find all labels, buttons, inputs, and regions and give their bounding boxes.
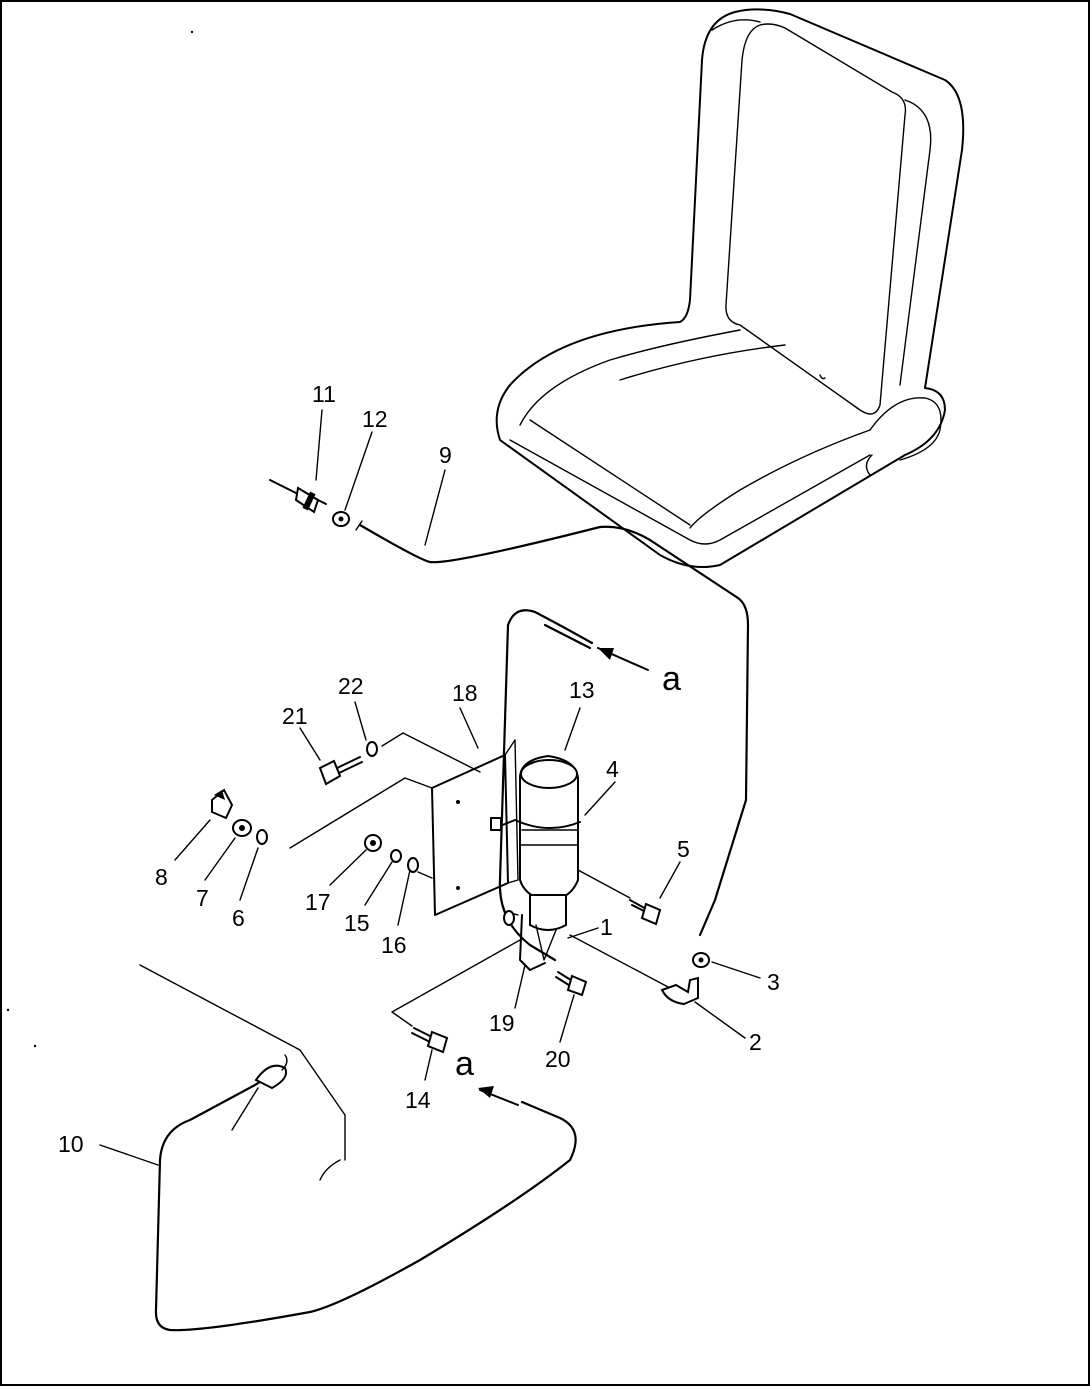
washer-tank-13 [490,754,581,961]
bolt-14 [411,1027,449,1054]
view-arrow-upper [597,647,649,671]
callout-9: 9 [439,442,452,468]
callout-21: 21 [282,703,308,729]
elbow-2 [660,976,699,1006]
washer-hose-10 [154,1054,577,1332]
callout-17: 17 [305,889,331,915]
bolt-21 [318,756,363,786]
washer-22 [366,741,378,757]
callout-2: 2 [749,1029,762,1055]
washer-hose-9 [355,520,750,937]
callout-20: 20 [545,1046,571,1072]
callout-19: 19 [489,1010,515,1036]
view-marker-lower: a [455,1045,474,1083]
callout-5: 5 [677,836,690,862]
nozzle-11 [269,479,327,514]
callout-22: 22 [338,673,364,699]
callout-18: 18 [452,680,478,706]
callout-8: 8 [155,864,168,890]
callout-10: 10 [58,1131,84,1157]
bolt-20 [555,971,588,997]
callout-1: 1 [600,914,613,940]
callout-15: 15 [344,910,370,936]
assembly-lines [289,732,671,1027]
view-arrow-lower [478,1086,519,1106]
callout-16: 16 [381,932,407,958]
callout-14: 14 [405,1087,431,1113]
callout-4: 4 [606,756,619,782]
callout-12: 12 [362,406,388,432]
callout-3: 3 [767,969,780,995]
operator-seat [495,8,965,568]
washer-15 [390,849,402,863]
wing-nut-8 [211,788,234,820]
callout-6: 6 [232,905,245,931]
washer-6 [256,829,268,845]
bolt-5 [629,899,662,926]
mounting-plate-18 [431,739,519,916]
callout-leaders [99,409,761,1166]
callout-13: 13 [569,677,595,703]
cab-outline [139,964,346,1181]
washer-16 [407,857,419,873]
callout-11: 11 [312,381,336,407]
callout-numbers: 11 12 9 22 18 13 21 4 5 8 7 17 6 15 16 1… [58,381,780,1157]
view-marker-upper: a [662,660,681,698]
callout-7: 7 [196,885,209,911]
